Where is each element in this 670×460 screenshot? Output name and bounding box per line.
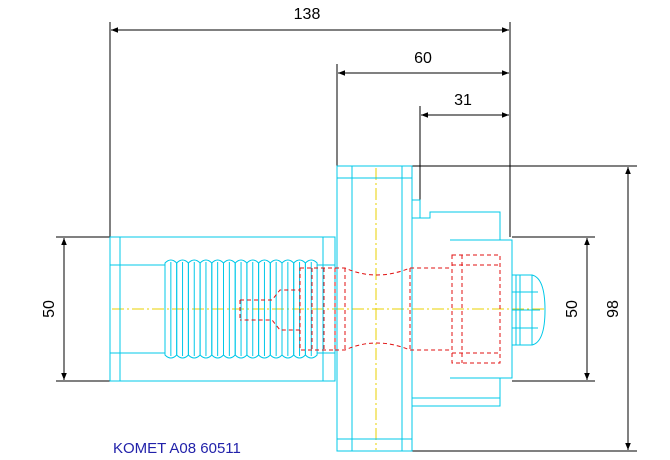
dimension-label-60: 60 [414,50,432,67]
dimension-label-98: 98 [605,300,622,318]
groove-rib [304,259,318,359]
shank-outline [109,236,336,382]
dimension-label-31: 31 [454,92,472,109]
dimension-label-50-left: 50 [41,300,58,318]
shank-grooves [164,259,318,359]
dimension-shank-diameter: 50 [41,236,110,382]
hidden-lines [239,254,501,364]
clamping-nut-outline [511,274,546,346]
holder-body-outline [412,199,513,407]
dimension-bore-diameter: 50 [512,236,595,382]
part-label: KOMET A08 60511 [113,440,241,457]
centerlines [112,168,545,450]
dimension-flange-diameter: 98 [412,165,637,452]
dimension-flange-length: 60 [336,50,509,166]
dimension-label-138: 138 [294,6,321,23]
flange-outline [336,165,413,452]
dimension-short-length: 31 [419,92,509,200]
dimension-overall-length: 138 [109,6,511,237]
dimension-label-50-right: 50 [564,300,581,318]
